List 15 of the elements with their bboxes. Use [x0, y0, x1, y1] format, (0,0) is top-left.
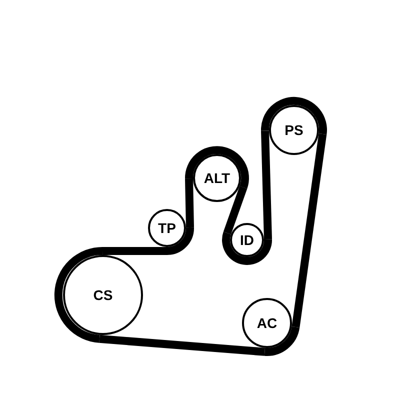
pulley-label: TP: [158, 220, 176, 236]
pulley: [63, 255, 143, 335]
belt-segment: [292, 133, 327, 328]
pulley-label: ID: [240, 232, 254, 248]
pulley-label: CS: [93, 288, 113, 302]
belt-segment: [99, 334, 265, 356]
belt-segment: [103, 247, 167, 255]
belt-segment: [185, 178, 194, 228]
belt-segment: [223, 186, 248, 234]
pulley-label: ALT: [204, 170, 230, 186]
belt-segment: [261, 130, 272, 240]
pulley: [148, 209, 186, 247]
pulley-label: PS: [284, 122, 304, 138]
pulley-label: AC: [256, 316, 278, 330]
pulley: [242, 298, 292, 348]
